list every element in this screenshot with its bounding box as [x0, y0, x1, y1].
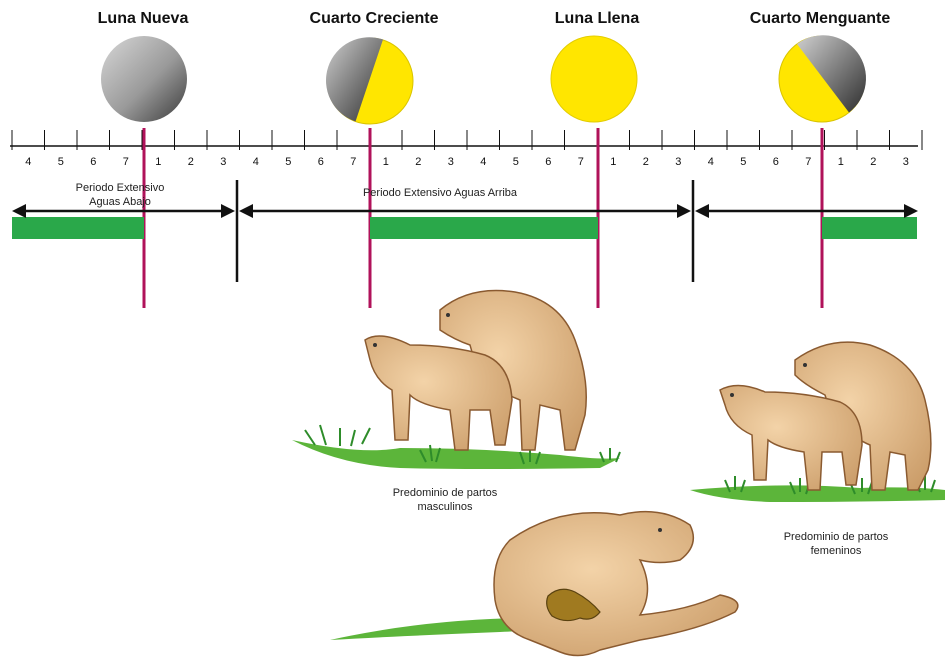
timeline-number: 3 [448, 156, 454, 168]
green-bar-2 [370, 217, 598, 239]
phase-title-first-quarter: Cuarto Creciente [310, 10, 439, 28]
timeline-number: 4 [708, 156, 714, 168]
last-quarter-moon-icon [779, 35, 866, 122]
timeline-number: 2 [870, 156, 876, 168]
first-quarter-moon-icon [326, 37, 413, 124]
caption-female-line2: femeninos [784, 544, 889, 558]
timeline-number: 3 [903, 156, 909, 168]
timeline-number: 7 [805, 156, 811, 168]
period-label-downstream-line2: Aguas Abajo [76, 195, 165, 209]
green-bar-1 [12, 217, 144, 239]
caption-male-line2: masculinos [393, 500, 498, 514]
period-label-downstream: Periodo Extensivo Aguas Abajo [76, 181, 165, 209]
timeline-number: 6 [545, 156, 551, 168]
timeline-number: 6 [318, 156, 324, 168]
period-label-downstream-line1: Periodo Extensivo [76, 181, 165, 195]
timeline-number: 5 [513, 156, 519, 168]
timeline-number: 1 [610, 156, 616, 168]
timeline-number: 5 [285, 156, 291, 168]
timeline-number: 1 [155, 156, 161, 168]
phase-title-last-quarter: Cuarto Menguante [750, 10, 890, 28]
mating-cattle-right [720, 342, 931, 490]
timeline: 4 5 6 7 1 2 3 4 5 6 7 1 2 3 4 5 6 7 1 2 3 4 5 6 7 1 2 3 [10, 130, 922, 168]
timeline-number: 3 [220, 156, 226, 168]
timeline-number: 5 [740, 156, 746, 168]
timeline-number: 4 [25, 156, 31, 168]
full-moon-icon [551, 36, 637, 122]
timeline-number: 1 [838, 156, 844, 168]
timeline-number: 3 [675, 156, 681, 168]
timeline-number: 1 [383, 156, 389, 168]
caption-male-births: Predominio de partos masculinos [393, 486, 498, 514]
mating-cattle-left [365, 290, 586, 450]
timeline-number: 2 [643, 156, 649, 168]
caption-female-births: Predominio de partos femeninos [784, 530, 889, 558]
caption-female-line1: Predominio de partos [784, 530, 889, 544]
new-moon-icon [101, 36, 187, 122]
timeline-number: 6 [773, 156, 779, 168]
timeline-number: 4 [480, 156, 486, 168]
calving-cow [494, 512, 738, 656]
timeline-number: 7 [350, 156, 356, 168]
timeline-number: 6 [90, 156, 96, 168]
timeline-number: 2 [415, 156, 421, 168]
period-label-upstream: Periodo Extensivo Aguas Arriba [363, 186, 517, 200]
phase-title-new-moon: Luna Nueva [98, 10, 189, 28]
green-bar-3 [822, 217, 917, 239]
green-bars [12, 217, 917, 239]
timeline-number: 5 [58, 156, 64, 168]
timeline-number: 7 [123, 156, 129, 168]
timeline-number: 7 [578, 156, 584, 168]
timeline-number: 4 [253, 156, 259, 168]
timeline-number: 2 [188, 156, 194, 168]
caption-male-line1: Predominio de partos [393, 486, 498, 500]
phase-title-full-moon: Luna Llena [555, 10, 639, 28]
